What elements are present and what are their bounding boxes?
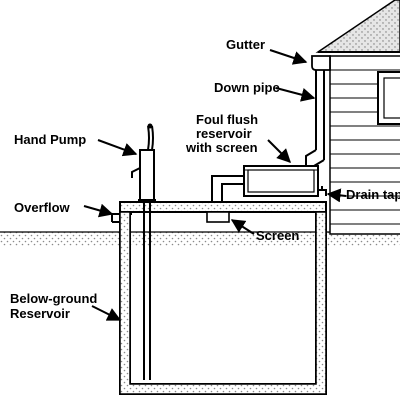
drain-tap-arrow bbox=[326, 188, 347, 203]
labels: Gutter Down pipe Foul flush reservoir wi… bbox=[10, 37, 400, 321]
label-down-pipe: Down pipe bbox=[214, 80, 280, 95]
foul-flush-reservoir bbox=[243, 165, 327, 197]
label-gutter: Gutter bbox=[226, 37, 265, 52]
hand-pump-arrow bbox=[97, 139, 138, 157]
label-overflow: Overflow bbox=[14, 200, 71, 215]
screen bbox=[206, 211, 230, 223]
drain-tap bbox=[318, 186, 327, 196]
label-screen: Screen bbox=[256, 228, 299, 243]
gutter-arrow bbox=[269, 49, 308, 65]
label-foul-flush-1: Foul flush bbox=[196, 112, 258, 127]
roof bbox=[315, 0, 400, 53]
label-below-ground-1: Below-ground bbox=[10, 291, 97, 306]
screen-arrow bbox=[230, 219, 255, 235]
label-below-ground-2: Reservoir bbox=[10, 306, 70, 321]
leader-arrows bbox=[83, 49, 347, 321]
down-pipe-arrow bbox=[275, 87, 316, 102]
reservoir-arrow bbox=[91, 305, 122, 321]
below-ground-reservoir bbox=[119, 211, 327, 395]
house bbox=[311, 0, 400, 235]
hand-pump bbox=[131, 123, 156, 380]
label-hand-pump: Hand Pump bbox=[14, 132, 86, 147]
label-foul-flush-2: reservoir bbox=[196, 126, 252, 141]
foul-flush-arrow bbox=[267, 139, 291, 163]
inlet-pipe bbox=[211, 175, 244, 206]
overflow-arrow bbox=[83, 203, 114, 218]
label-drain-tap: Drain tap bbox=[346, 187, 400, 202]
down-pipe bbox=[305, 70, 325, 172]
label-foul-flush-3: with screen bbox=[185, 140, 258, 155]
gutter bbox=[311, 55, 331, 71]
